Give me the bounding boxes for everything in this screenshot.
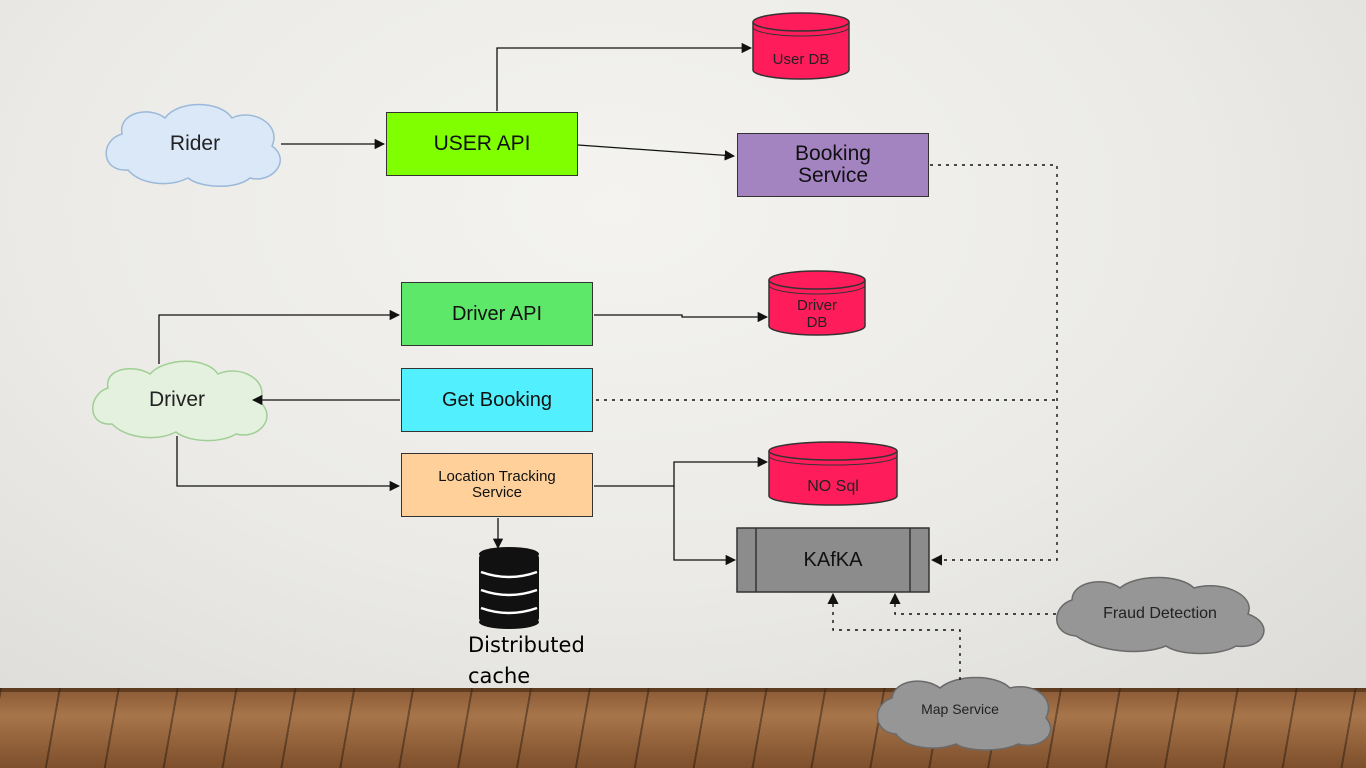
nosql-label: NO Sql	[807, 478, 859, 495]
map-service-cloud	[876, 676, 1052, 751]
kafka-label: KAfKA	[803, 548, 863, 571]
background-floor	[0, 688, 1366, 768]
driver-to-location-tracking-arrow	[176, 436, 401, 492]
map-to-kafka-dotted-arrow	[827, 592, 961, 680]
rider-label: Rider	[169, 132, 221, 155]
user-api-to-booking-arrow	[577, 144, 736, 161]
location-tracking-label-line1: Location Tracking	[438, 468, 556, 486]
fraud-to-kafka-dotted-arrow	[889, 592, 1056, 615]
user-api-label: USER API	[433, 131, 531, 155]
user-api-to-user-db-arrow	[496, 42, 753, 111]
get-booking-box: Get Booking	[401, 368, 593, 432]
driver-db-label-line1: Driver	[797, 297, 837, 314]
distributed-cache-icon	[479, 547, 539, 629]
dotted-connectors	[596, 164, 1058, 680]
user-db-label: User DB	[772, 50, 830, 68]
booking-service-box: Booking Service	[737, 133, 929, 197]
solid-connectors	[158, 42, 769, 566]
distributed-cache-caption-line2: cache	[468, 664, 531, 688]
fraud-detection-label: Fraud Detection	[1103, 605, 1217, 622]
driver-db-cylinder	[768, 270, 866, 336]
location-tracking-label-line2: Service	[471, 484, 523, 501]
distributed-cache-caption-line1: Distributed	[468, 633, 585, 657]
driver-db-label-line2: DB	[806, 314, 828, 331]
rider-cloud	[105, 103, 281, 187]
booking-service-label-line2: Service	[797, 164, 869, 187]
location-to-nosql-arrow	[594, 456, 769, 487]
driver-api-label: Driver API	[451, 302, 543, 325]
driver-to-driver-api-arrow	[158, 309, 401, 364]
user-api-box: USER API	[386, 112, 578, 176]
location-tracking-box: Location Tracking Service	[401, 453, 593, 517]
kafka-queue-shape	[736, 527, 930, 593]
driver-api-box: Driver API	[401, 282, 593, 346]
driver-cloud	[92, 360, 268, 442]
booking-service-label-line1: Booking	[795, 141, 871, 165]
user-db-cylinder	[752, 12, 850, 80]
map-service-label: Map Service	[921, 701, 999, 717]
booking-to-kafka-dotted-arrow	[930, 164, 1058, 566]
location-to-kafka-arrow	[673, 486, 737, 566]
driver-label: Driver	[149, 388, 205, 411]
nosql-db-cylinder	[768, 441, 898, 506]
get-booking-label: Get Booking	[441, 388, 553, 411]
distributed-cache-caption: Distributed cache	[468, 630, 608, 692]
driver-db-label: Driver DB	[769, 296, 865, 332]
fraud-detection-cloud	[1056, 576, 1265, 655]
driver-api-to-driver-db-arrow	[594, 311, 769, 323]
